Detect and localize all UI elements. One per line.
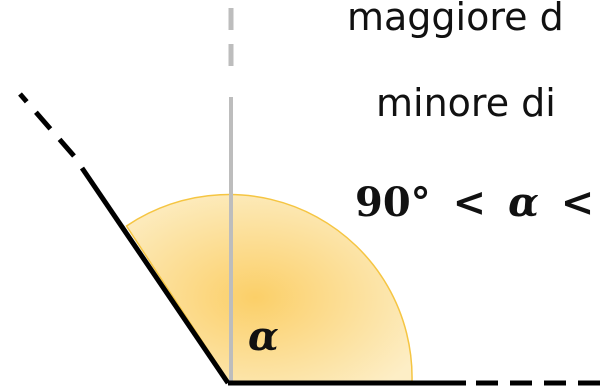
text-line-1: maggiore d	[347, 0, 564, 39]
slanted-ray-dashed	[18, 92, 76, 158]
inequality-degrees: 90°	[355, 179, 431, 226]
angle-label: α	[248, 313, 279, 360]
slanted-ray	[79, 166, 231, 385]
angle-sector	[125, 193, 413, 383]
text-line-2: minore di	[376, 81, 556, 125]
inequality-less-than-1: <	[453, 179, 487, 226]
inequality-less-than-2: <	[561, 179, 595, 226]
inequality: 90° < α <	[355, 179, 594, 226]
inequality-alpha: α	[508, 179, 539, 226]
